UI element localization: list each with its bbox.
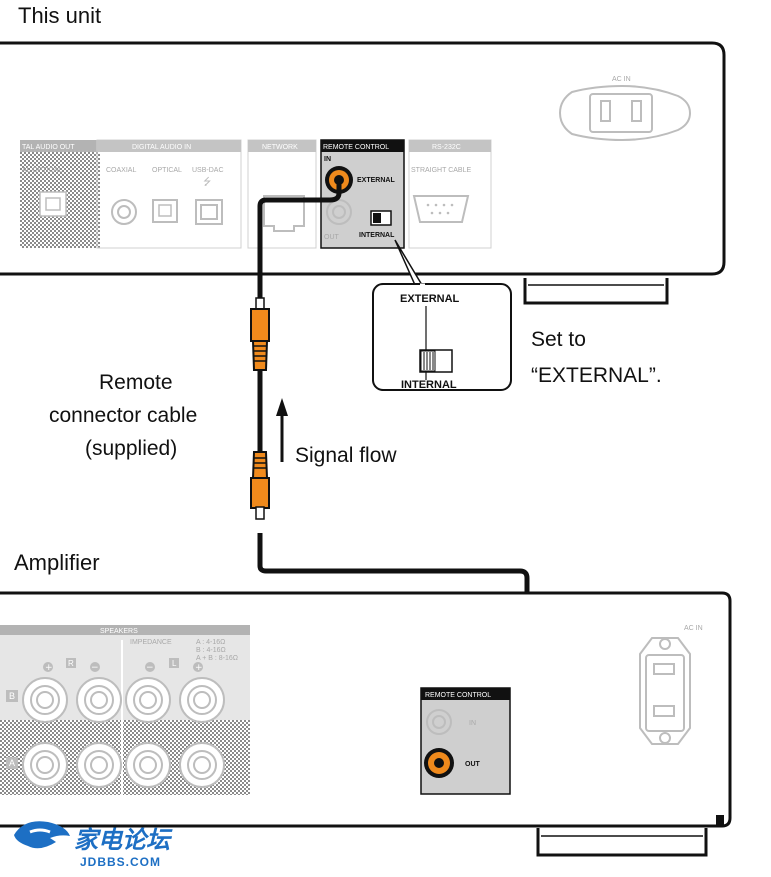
- svg-text:R: R: [68, 659, 74, 668]
- svg-text:−: −: [146, 663, 154, 673]
- minus-icon: [90, 662, 100, 672]
- svg-text:L: L: [172, 659, 177, 668]
- set-to-line2: “EXTERNAL”.: [531, 364, 662, 387]
- svg-text:SPEAKERS: SPEAKERS: [100, 628, 138, 635]
- speaker-terminal-b-r-minus: [76, 677, 122, 723]
- watermark-chinese-text: 家电论坛: [74, 826, 173, 854]
- signal-flow-label: Signal flow: [295, 444, 397, 467]
- unit-remote-out-jack: [326, 199, 352, 225]
- amp-speakers-section: SPEAKERS IMPEDANCE A : 4-16Ω B : 4-16Ω A…: [0, 625, 250, 795]
- unit-digital-audio-out-section: TAL AUDIO OUT AL OPTICAL: [20, 140, 100, 248]
- cable-plug-top: [250, 297, 270, 371]
- speaker-terminal-b-r-plus: [22, 677, 68, 723]
- unit-coaxial-jack: [111, 199, 137, 225]
- speaker-terminal-a-l-plus: [179, 742, 225, 788]
- svg-text:+: +: [195, 663, 203, 673]
- amp-remote-control-section: REMOTE CONTROL IN OUT: [420, 687, 511, 795]
- svg-text:EXTERNAL: EXTERNAL: [357, 177, 395, 184]
- usb-icon: ⭍: [203, 176, 211, 188]
- cable-label-line2: connector cable: [49, 404, 197, 427]
- watermark-latin-text: JDBBS.COM: [80, 855, 161, 869]
- svg-text:IN: IN: [469, 720, 476, 727]
- unit-network-section: NETWORK: [247, 139, 317, 249]
- svg-text:COAXIAL: COAXIAL: [106, 167, 136, 174]
- svg-text:B : 4-16Ω: B : 4-16Ω: [196, 647, 226, 654]
- svg-text:STRAIGHT CABLE: STRAIGHT CABLE: [411, 167, 471, 174]
- switch-callout: EXTERNAL INTERNAL: [372, 239, 512, 391]
- svg-text:OUT: OUT: [324, 234, 340, 241]
- this-unit-rear-panel: AC IN TAL AUDIO OUT AL OPTICAL DIGITAL A…: [0, 41, 726, 305]
- svg-text:OPTICAL: OPTICAL: [152, 167, 182, 174]
- svg-text:TAL AUDIO OUT: TAL AUDIO OUT: [22, 144, 75, 151]
- cable-label-line1: Remote: [99, 371, 173, 394]
- cable-label-line3: (supplied): [85, 437, 177, 460]
- signal-flow-arrow-icon: [276, 398, 288, 462]
- this-unit-label: This unit: [18, 3, 101, 28]
- unit-optical-jack: [152, 199, 178, 223]
- speaker-terminal-b-l-plus: [179, 677, 225, 723]
- speaker-terminal-b-l-minus: [125, 677, 171, 723]
- amp-remote-in-jack: [426, 709, 452, 735]
- speaker-terminal-a-r-plus: [22, 742, 68, 788]
- speaker-terminal-a-r-minus: [76, 742, 122, 788]
- callout-external-label: EXTERNAL: [400, 293, 460, 305]
- unit-usb-jack: [195, 199, 223, 225]
- svg-text:INTERNAL: INTERNAL: [359, 232, 395, 239]
- svg-text:IMPEDANCE: IMPEDANCE: [130, 639, 172, 646]
- unit-rs232c-section: RS-232C STRAIGHT CABLE: [408, 139, 492, 249]
- callout-internal-label: INTERNAL: [401, 379, 457, 391]
- svg-text:AL OPTICAL: AL OPTICAL: [22, 167, 62, 174]
- svg-text:REMOTE CONTROL: REMOTE CONTROL: [323, 144, 389, 151]
- svg-text:USB-DAC: USB-DAC: [192, 167, 224, 174]
- set-to-line1: Set to: [531, 328, 586, 351]
- svg-text:OUT: OUT: [465, 761, 481, 768]
- svg-text:A : 4-16Ω: A : 4-16Ω: [196, 639, 225, 646]
- watermark-logo: 家电论坛 JDBBS.COM: [14, 821, 173, 869]
- plus-icon: [193, 662, 203, 672]
- cable-plug-bottom: [250, 451, 270, 520]
- unit-remote-control-section: REMOTE CONTROL IN OUT EXTERNAL INTERNAL: [320, 139, 405, 249]
- svg-text:A: A: [9, 758, 15, 768]
- svg-text:A + B : 8-16Ω: A + B : 8-16Ω: [196, 655, 238, 662]
- plus-icon: [43, 662, 53, 672]
- amplifier-label: Amplifier: [14, 550, 100, 575]
- amp-ac-inlet: AC IN: [639, 625, 703, 745]
- amplifier-rear-panel: SPEAKERS IMPEDANCE A : 4-16Ω B : 4-16Ω A…: [0, 591, 732, 857]
- svg-text:−: −: [91, 663, 99, 673]
- svg-text:DIGITAL AUDIO IN: DIGITAL AUDIO IN: [132, 144, 191, 151]
- svg-text:AC IN: AC IN: [684, 625, 703, 632]
- unit-ac-inlet: AC IN: [558, 76, 692, 142]
- unit-rs232c-port: [412, 195, 470, 223]
- svg-text:AC IN: AC IN: [612, 76, 631, 83]
- svg-text:+: +: [45, 663, 53, 673]
- svg-text:NETWORK: NETWORK: [262, 144, 298, 151]
- speaker-terminal-a-l-minus: [125, 742, 171, 788]
- svg-text:REMOTE CONTROL: REMOTE CONTROL: [425, 692, 491, 699]
- unit-network-jack: [263, 195, 305, 232]
- svg-text:RS-232C: RS-232C: [432, 144, 461, 151]
- svg-text:IN: IN: [324, 156, 331, 163]
- minus-icon: [145, 662, 155, 672]
- unit-digital-audio-in-section: DIGITAL AUDIO IN COAXIAL OPTICAL USB-DAC…: [96, 139, 242, 249]
- svg-text:B: B: [9, 691, 15, 701]
